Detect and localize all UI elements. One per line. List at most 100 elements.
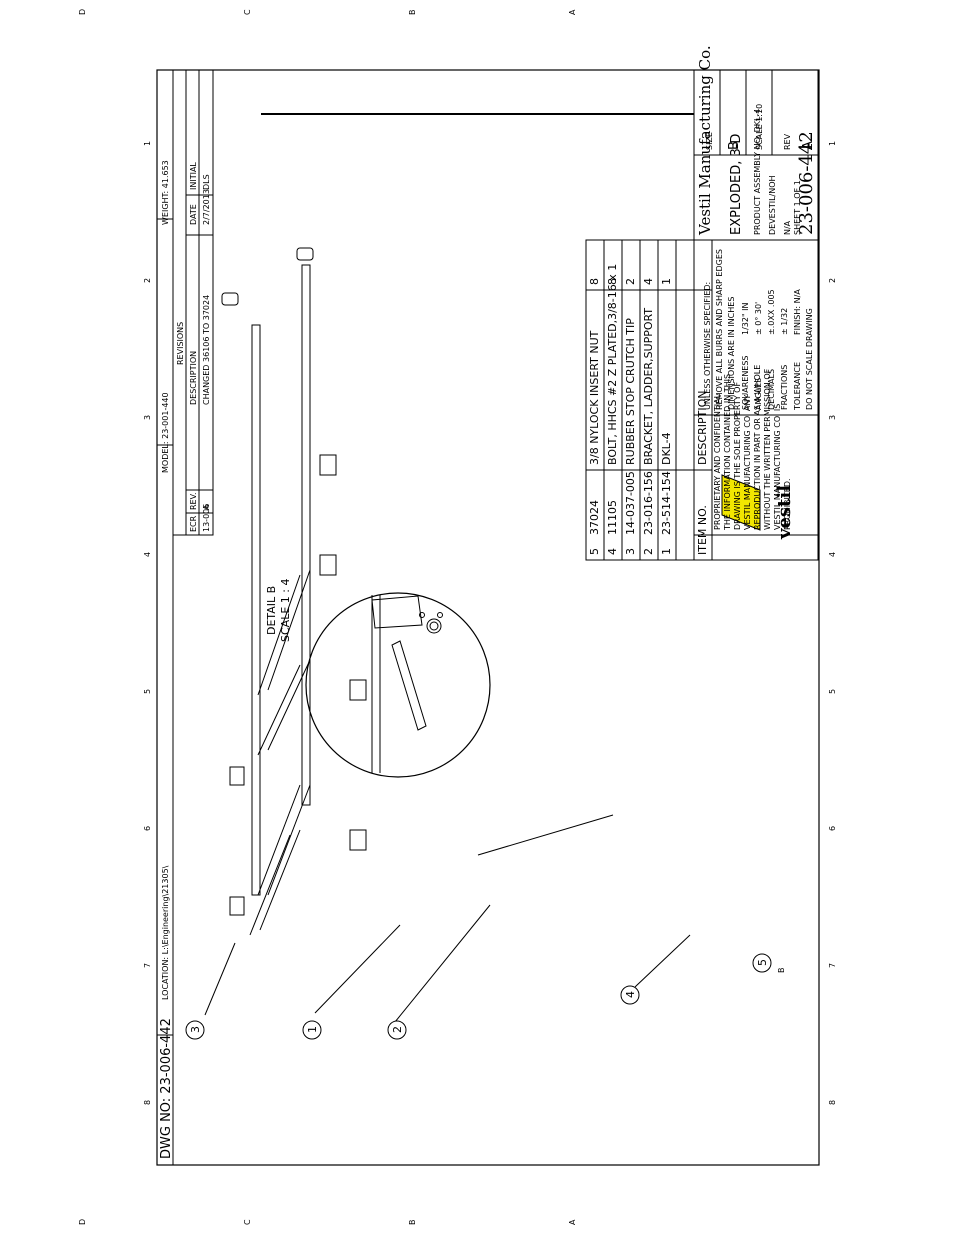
zone-number-top-7: 7 xyxy=(143,963,152,968)
proprietary-line-7: PROHIBITED. xyxy=(783,478,792,530)
zone-number-bottom-5: 5 xyxy=(828,689,837,694)
rev-header-2: DESCRIPTION xyxy=(189,351,198,405)
bom-desc-2: BRACKET, LADDER,SUPPORT xyxy=(642,308,655,465)
bom-part-1: 23-514-154 xyxy=(660,471,673,535)
unless-specified: UNLESS OTHERWISE SPECIFIED: xyxy=(703,282,712,410)
svg-text:vestil: vestil xyxy=(774,485,795,540)
tol-value-1: ± 0° 30' xyxy=(754,302,763,335)
weight-text: WEIGHT: 41.653 xyxy=(161,160,170,225)
zone-number-top-6: 6 xyxy=(143,826,152,831)
zone-number-top-3: 3 xyxy=(143,415,152,420)
bom-desc-4: BOLT, HHCS #2 Z PLATED,3/8-16 x 1 xyxy=(606,264,619,465)
balloon-label-5: 5 xyxy=(756,959,769,966)
do-not-scale: DO NOT SCALE DRAWING xyxy=(805,308,814,410)
zone-number-bottom-2: 2 xyxy=(828,278,837,283)
bom-table xyxy=(585,239,819,561)
bom-part-4: 11105 xyxy=(606,500,619,535)
tol-value-3: ± 1/32 xyxy=(780,308,789,335)
proprietary-line-0: PROPRIETARY AND CONFIDENTIAL xyxy=(713,393,722,530)
rev-header-4: INITIAL xyxy=(189,162,198,190)
zone-number-top-5: 5 xyxy=(143,689,152,694)
rev-header-0: ECR xyxy=(189,515,198,532)
dwg-no-block: DWG NO: 23-006-442 xyxy=(156,1018,174,1166)
company-name: Vestil Manufacturing Co. xyxy=(696,45,714,236)
zone-number-top-1: 1 xyxy=(143,141,152,146)
vestil-logo: vestil xyxy=(721,474,795,540)
detail-label: DETAIL B xyxy=(265,586,278,635)
balloon-label-3: 3 xyxy=(189,1026,202,1033)
zone-number-top-8: 8 xyxy=(143,1100,152,1105)
rev-label: REV xyxy=(783,133,792,150)
balloon-label-4: 4 xyxy=(624,991,637,998)
callout-letter: B xyxy=(777,968,786,974)
bom-desc-5: 3/8 NYLOCK INSERT NUT xyxy=(588,330,601,465)
zone-letter-left-D: D xyxy=(78,1219,87,1225)
zone-number-bottom-3: 3 xyxy=(828,415,837,420)
zone-number-bottom-4: 4 xyxy=(828,552,837,557)
tol-label-4: TOLERANCE xyxy=(793,362,802,411)
dwg-number: 23-006-442 xyxy=(796,131,817,235)
detail-scale: SCALE 1 : 4 xyxy=(279,579,292,642)
zone-letter-right-D: D xyxy=(78,9,87,15)
ladder-assembly xyxy=(221,247,367,936)
zone-letter-right-C: C xyxy=(243,9,252,15)
zone-number-bottom-7: 7 xyxy=(828,963,837,968)
bom-header-item: ITEM NO. xyxy=(696,505,709,555)
rev-cell-0: 13-006 xyxy=(202,504,211,532)
drawing-description: EXPLODED, 3-D xyxy=(729,134,744,235)
tol-value-4: FINISH: N/A xyxy=(793,289,802,335)
rev-header-1: REV. xyxy=(189,492,198,510)
zone-letter-left-C: C xyxy=(243,1219,252,1225)
proprietary-line-4: REPRODUCTION IN PART OR AS A WHOLE xyxy=(753,365,762,530)
bom-item-1: 1 xyxy=(660,548,673,555)
material: N/A xyxy=(783,220,792,235)
size-value: B xyxy=(727,141,742,150)
product-assembly: PRODUCT ASSEMBLY NO. DKL-4 xyxy=(753,109,762,235)
bom-qty-1: 1 xyxy=(660,278,673,285)
bom-part-3: 14-037-005 xyxy=(624,471,637,535)
size-label: SIZE xyxy=(705,132,714,150)
balloon-4 xyxy=(620,985,640,1005)
page-header-rule xyxy=(261,113,694,115)
balloon-label-1: 1 xyxy=(306,1026,319,1033)
dims-inches: DIMENSIONS ARE IN INCHES xyxy=(727,297,736,410)
tol-label-0: SQUARENESS xyxy=(741,355,750,410)
location-text: LOCATION: L:\Engineering\21305\ xyxy=(161,865,170,1000)
bom-item-2: 2 xyxy=(642,548,655,555)
zone-number-top-2: 2 xyxy=(143,278,152,283)
balloon-5 xyxy=(752,953,772,973)
zone-letter-right-B: B xyxy=(408,10,417,16)
drawn-by: DEVESTIL/NOH xyxy=(768,175,777,235)
proprietary-line-1: THE INFORMATION CONTAINED IN THIS xyxy=(723,374,732,531)
bom-desc-3: RUBBER STOP CRUTCH TIP xyxy=(624,318,637,465)
bom-part-5: 37024 xyxy=(588,500,601,535)
scale-value: SCALE 1:10 xyxy=(755,104,764,150)
bom-item-5: 5 xyxy=(588,548,601,555)
tol-label-2: DECIMALS xyxy=(767,369,776,410)
revisions-title: REVISIONS xyxy=(176,322,185,365)
bom-item-4: 4 xyxy=(606,548,619,555)
rev-cell-4: DLS xyxy=(202,174,211,190)
bom-qty-2: 4 xyxy=(642,278,655,285)
bom-desc-1: DKL-4 xyxy=(660,432,673,465)
sheet-number: SHEET 1 OF 1 xyxy=(793,180,802,235)
balloon-label-2: 2 xyxy=(391,1026,404,1033)
revisions-table xyxy=(172,69,214,536)
weight-block: WEIGHT: 41.653 xyxy=(156,69,174,225)
zone-number-bottom-6: 6 xyxy=(828,826,837,831)
proprietary-line-3: VESTIL MANUFACTURING CO. ANY xyxy=(743,395,752,530)
detail-b xyxy=(305,592,614,856)
tol-label-1: ANGLES xyxy=(754,378,763,410)
zone-letter-right-A: A xyxy=(568,9,577,15)
title-block xyxy=(693,69,819,561)
rev-cell-2: CHANGED 36106 TO 37024 xyxy=(202,295,211,405)
dwg-no-side: DWG NO: 23-006-442 xyxy=(159,1018,174,1159)
balloon-3 xyxy=(185,1020,205,1040)
proprietary-line-6: VESTIL MANUFACTURING CO. IS xyxy=(773,404,782,530)
rev-cell-3: 2/7/2013 xyxy=(202,189,211,225)
balloon-1 xyxy=(302,1020,322,1040)
tol-label-3: FRACTIONS xyxy=(780,365,789,410)
location-block: LOCATION: L:\Engineering\21305\ xyxy=(156,444,174,1036)
